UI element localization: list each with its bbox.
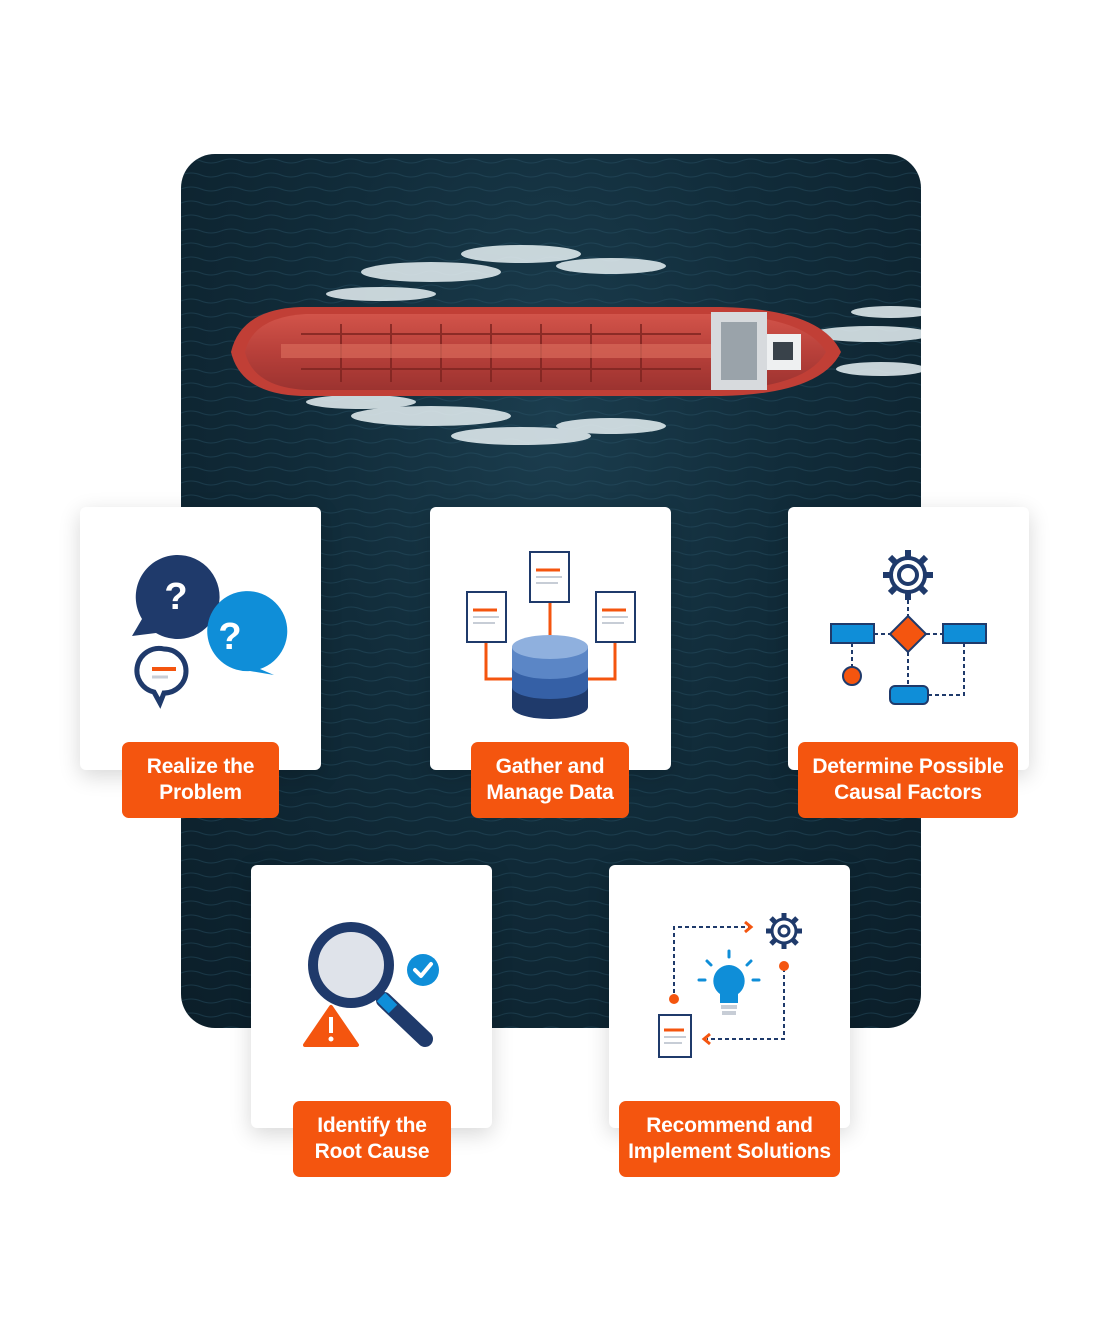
- lightbulb-process-icon: [658, 913, 802, 1058]
- flowchart-gear-icon: [830, 550, 987, 705]
- svg-text:?: ?: [164, 576, 187, 618]
- wake-foam: [306, 245, 921, 445]
- database-icon: [512, 635, 588, 719]
- step-label-causal-factors: Determine Possible Causal Factors: [798, 742, 1018, 818]
- database-documents-icon: [466, 551, 636, 719]
- gear-icon: [883, 550, 933, 600]
- svg-text:?: ?: [218, 616, 241, 658]
- step-label-gather-data: Gather and Manage Data: [471, 742, 629, 818]
- step-label-realize-problem: Realize the Problem: [122, 742, 279, 818]
- document-icon: [466, 591, 507, 643]
- checkmark-icon: [407, 954, 439, 986]
- document-icon: [595, 591, 636, 643]
- document-icon: [658, 1014, 692, 1058]
- step-card-gather-data: [430, 507, 671, 770]
- ship-hull: [231, 307, 841, 396]
- document-icon: [529, 551, 570, 603]
- lightbulb-icon: [697, 949, 761, 1015]
- warning-icon: [303, 1005, 359, 1047]
- step-label-solutions: Recommend and Implement Solutions: [619, 1101, 840, 1177]
- question-bubbles-icon: ? ?: [132, 554, 288, 709]
- step-card-solutions: [609, 865, 850, 1128]
- step-card-causal-factors: [788, 507, 1029, 770]
- step-label-root-cause: Identify the Root Cause: [293, 1101, 451, 1177]
- magnifier-warning-icon: [303, 922, 439, 1047]
- gear-icon: [766, 913, 802, 949]
- step-card-realize-problem: ? ?: [80, 507, 321, 770]
- step-card-root-cause: [251, 865, 492, 1128]
